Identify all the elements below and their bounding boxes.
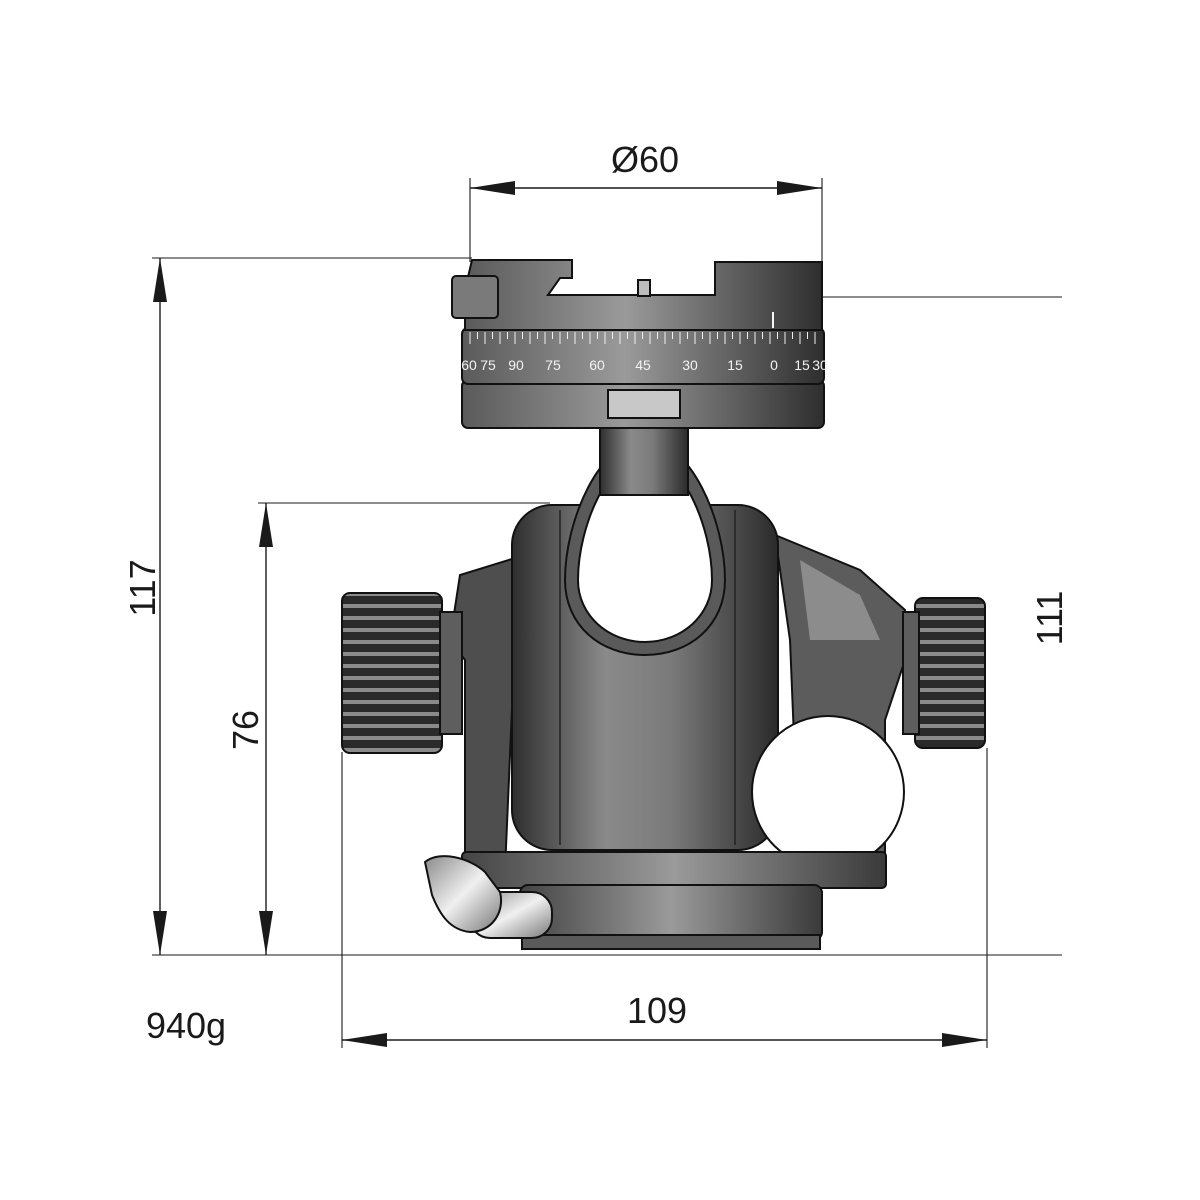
- scale-label: 75: [480, 357, 496, 373]
- base-disc: [519, 884, 823, 941]
- weight-label: 940g: [146, 1005, 226, 1046]
- total-height-label: 117: [122, 559, 163, 616]
- arrow-total-top: [153, 258, 167, 302]
- clamp-knob-left: [451, 275, 499, 319]
- scale-label: 30: [682, 357, 698, 373]
- right-knob: [914, 597, 986, 749]
- diameter-label: Ø60: [611, 139, 679, 180]
- scale-label: 45: [635, 357, 651, 373]
- scale-label: 75: [545, 357, 561, 373]
- scale-label: 60: [461, 357, 477, 373]
- arrow-total-bottom: [153, 911, 167, 955]
- dimension-lines: [152, 178, 1062, 1048]
- clamp-pin: [637, 279, 651, 297]
- arrow-diameter-left: [470, 181, 515, 195]
- tripod-head-illustration: [341, 259, 986, 950]
- scale-label: 60: [589, 357, 605, 373]
- right-bracket-bevel: [800, 560, 880, 640]
- right-height-label: 111: [1029, 591, 1070, 646]
- round-cutout: [751, 715, 905, 869]
- scale-label: 30: [812, 357, 828, 373]
- right-knob-collar: [902, 611, 920, 735]
- scale-label: 90: [508, 357, 524, 373]
- scale-label: 15: [727, 357, 743, 373]
- arrow-width-left: [342, 1033, 387, 1047]
- base-foot: [521, 934, 821, 950]
- base-frame: [461, 851, 887, 889]
- left-knob: [341, 592, 443, 754]
- neck-stem: [599, 424, 689, 496]
- lock-lever: [423, 855, 503, 934]
- left-knob-collar: [439, 611, 463, 735]
- arrow-width-right: [942, 1033, 987, 1047]
- width-label: 109: [627, 990, 687, 1031]
- scale-label: 15: [794, 357, 810, 373]
- arrow-lower-bottom: [259, 911, 273, 955]
- scale-lock-block: [607, 389, 681, 419]
- lower-height-label: 76: [225, 710, 266, 750]
- arrow-diameter-right: [777, 181, 822, 195]
- scale-label: 0: [770, 357, 778, 373]
- arrow-lower-top: [259, 503, 273, 547]
- teardrop-cutout: [576, 453, 714, 644]
